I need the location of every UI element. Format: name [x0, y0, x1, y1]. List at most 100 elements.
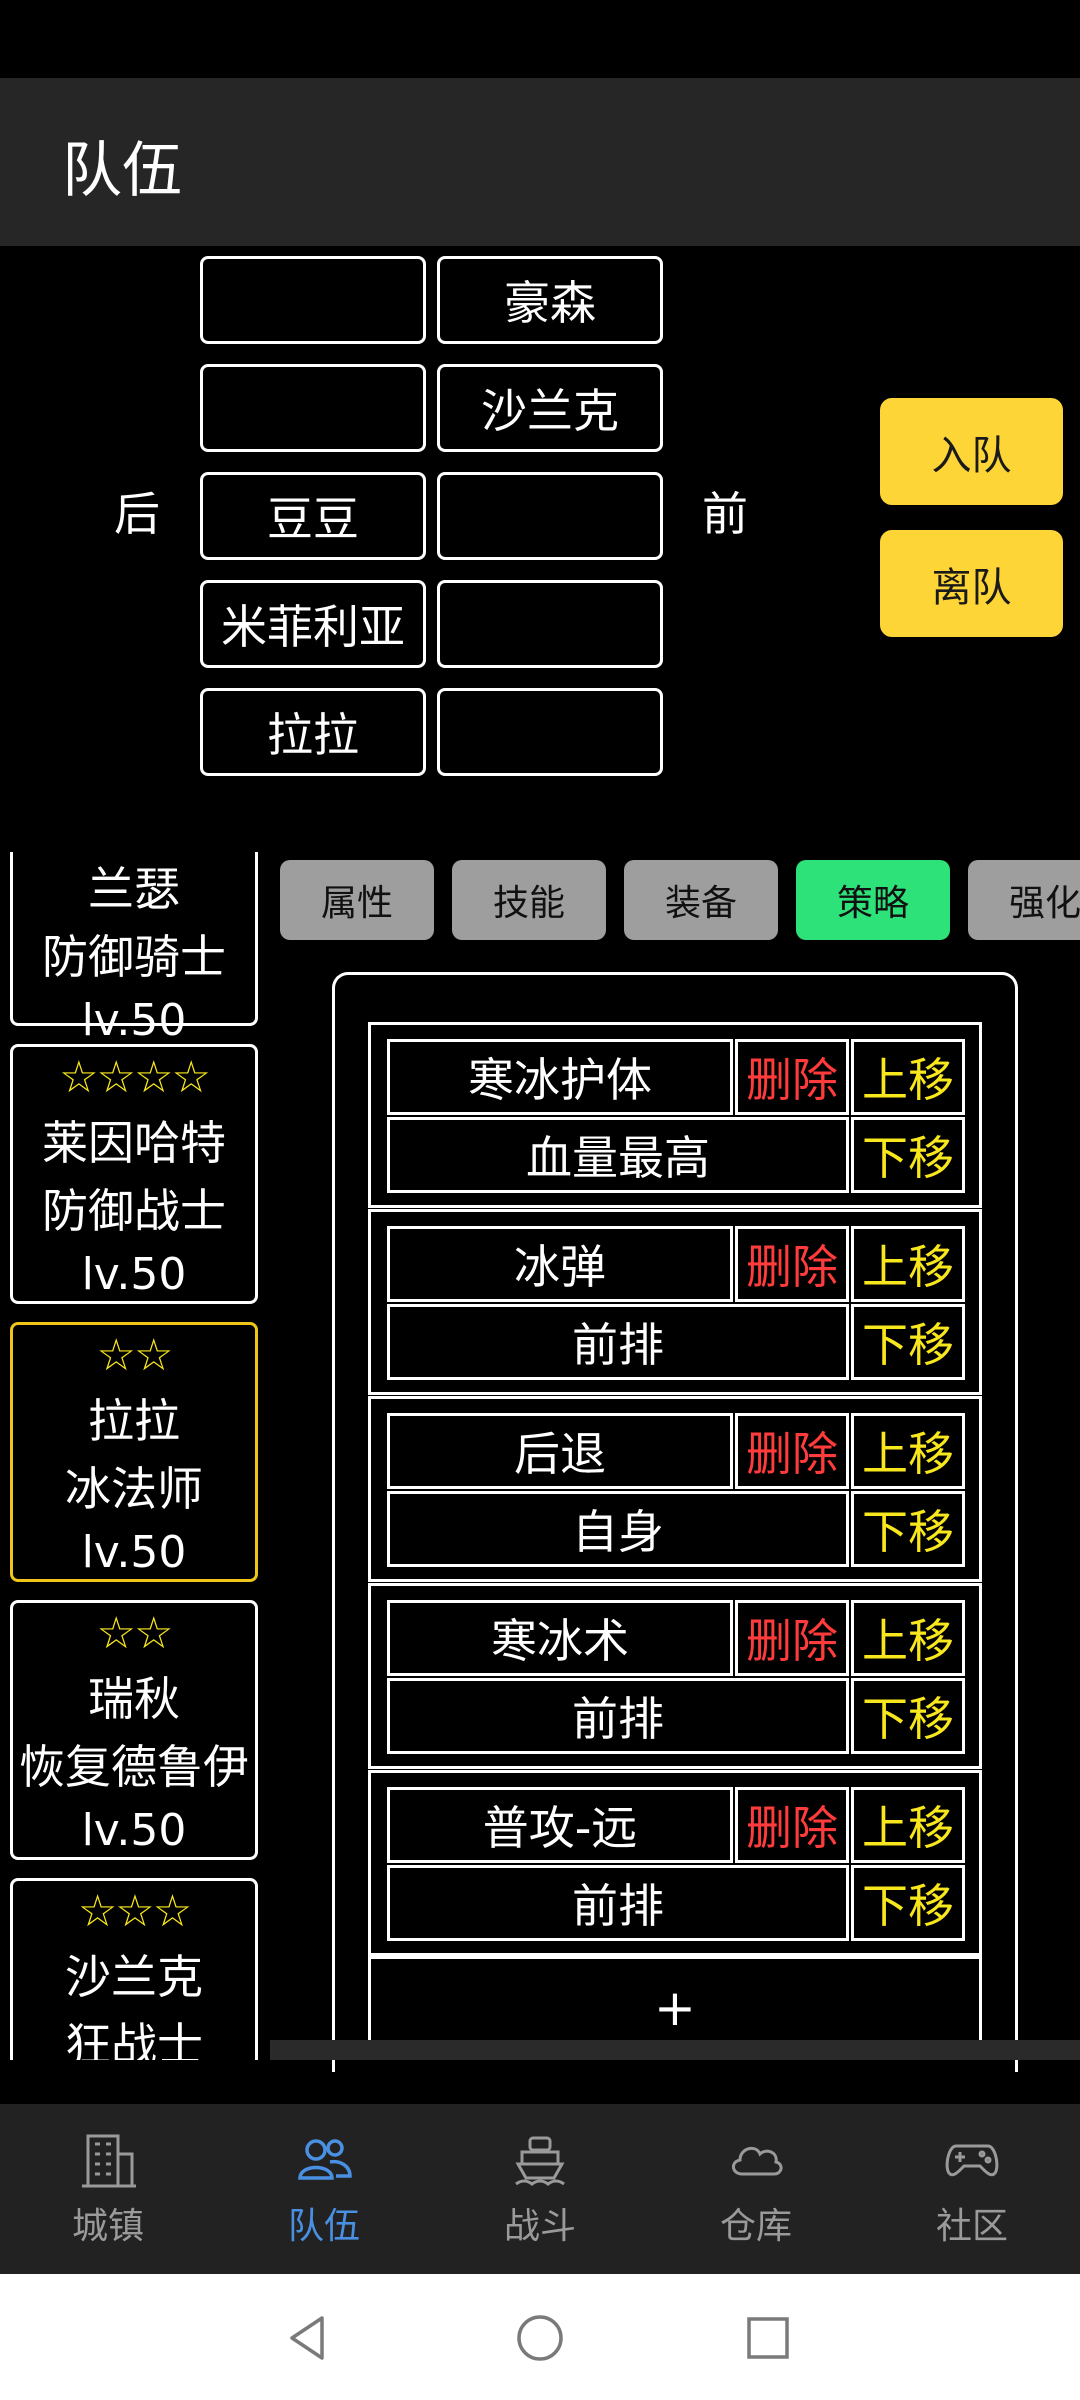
gamepad-icon [945, 2144, 999, 2177]
nav-team[interactable]: 队伍 [216, 2104, 432, 2274]
strategy-skill[interactable]: 冰弹 [387, 1226, 733, 1302]
strategy-item: 普攻-远 删除 上移 前排 下移 [368, 1770, 982, 1956]
formation-slot-front-5[interactable] [437, 688, 663, 776]
tab-strategy[interactable]: 策略 [796, 860, 950, 940]
move-down-button[interactable]: 下移 [851, 1304, 965, 1380]
strategy-panel [332, 972, 1018, 2072]
hero-level: lv.50 [81, 1527, 187, 1578]
strategy-skill[interactable]: 寒冰术 [387, 1600, 733, 1676]
recents-square-icon[interactable] [742, 2312, 794, 2364]
detail-tabs: 属性 技能 装备 策略 强化 [278, 860, 1080, 942]
nav-label: 战斗 [503, 2206, 576, 2247]
strategy-skill[interactable]: 后退 [387, 1413, 733, 1489]
people-icon [298, 2139, 352, 2180]
nav-label: 队伍 [287, 2206, 360, 2247]
back-row-label: 后 [114, 487, 160, 541]
move-down-button[interactable]: 下移 [851, 1678, 965, 1754]
roster-card-selected[interactable]: ☆☆ 拉拉 冰法师 lv.50 [10, 1322, 258, 1582]
delete-button[interactable]: 删除 [735, 1039, 849, 1115]
formation-slot-front-1[interactable]: 豪森 [437, 256, 663, 344]
back-triangle-icon[interactable] [282, 2312, 334, 2364]
tab-enhance[interactable]: 强化 [968, 860, 1080, 940]
formation-slot-back-3[interactable]: 豆豆 [200, 472, 426, 560]
strategy-target[interactable]: 前排 [387, 1678, 849, 1754]
tab-attributes[interactable]: 属性 [280, 860, 434, 940]
building-icon [82, 2134, 136, 2188]
horizontal-scrollbar[interactable] [270, 2040, 1080, 2060]
leave-team-button[interactable]: 离队 [880, 530, 1063, 637]
formation-slot-front-2[interactable]: 沙兰克 [437, 364, 663, 452]
move-down-button[interactable]: 下移 [851, 1117, 965, 1193]
hero-name: 兰瑟 [88, 862, 180, 916]
front-row-label: 前 [702, 487, 748, 541]
formation-slot-back-5[interactable]: 拉拉 [200, 688, 426, 776]
cloud-icon [732, 2146, 783, 2176]
strategy-item: 后退 删除 上移 自身 下移 [368, 1396, 982, 1582]
rarity-stars: ☆☆☆ [77, 1886, 192, 1937]
strategy-target[interactable]: 自身 [387, 1491, 849, 1567]
delete-button[interactable]: 删除 [735, 1600, 849, 1676]
strategy-item: 寒冰护体 删除 上移 血量最高 下移 [368, 1022, 982, 1208]
roster-card[interactable]: 兰瑟 防御骑士 lv.50 [10, 852, 258, 1046]
nav-battle[interactable]: 战斗 [432, 2104, 648, 2274]
nav-warehouse[interactable]: 仓库 [648, 2104, 864, 2274]
nav-community[interactable]: 社区 [864, 2104, 1080, 2274]
strategy-target[interactable]: 前排 [387, 1304, 849, 1380]
system-nav-bar [0, 2274, 1080, 2400]
hero-level: lv.50 [81, 995, 187, 1046]
move-up-button[interactable]: 上移 [851, 1413, 965, 1489]
hero-class: 恢复德鲁伊 [19, 1740, 249, 1794]
strategy-skill[interactable]: 寒冰护体 [387, 1039, 733, 1115]
formation-slot-back-1[interactable] [200, 256, 426, 344]
nav-label: 城镇 [71, 2206, 144, 2247]
tab-equipment[interactable]: 装备 [624, 860, 778, 940]
status-bar [0, 0, 1080, 78]
hero-level: lv.50 [81, 1805, 187, 1856]
hero-class: 狂战士 [65, 2018, 203, 2060]
add-strategy-button[interactable]: + [368, 1956, 982, 2056]
bottom-nav: 城镇 队伍 战斗 仓库 社区 [0, 2104, 1080, 2274]
hero-name: 瑞秋 [88, 1672, 180, 1726]
rarity-stars: ☆☆ [96, 1330, 174, 1381]
rarity-stars: ☆☆ [96, 1608, 174, 1659]
move-up-button[interactable]: 上移 [851, 1600, 965, 1676]
roster-card[interactable]: ☆☆☆☆ 莱因哈特 防御战士 lv.50 [10, 1044, 258, 1304]
nav-label: 社区 [935, 2206, 1008, 2247]
formation-slot-front-4[interactable] [437, 580, 663, 668]
nav-town[interactable]: 城镇 [0, 2104, 216, 2274]
move-down-button[interactable]: 下移 [851, 1491, 965, 1567]
hero-class: 防御骑士 [42, 930, 226, 984]
roster-card[interactable]: ☆☆ 瑞秋 恢复德鲁伊 lv.50 [10, 1600, 258, 1860]
strategy-target[interactable]: 前排 [387, 1865, 849, 1941]
formation-slot-front-3[interactable] [437, 472, 663, 560]
delete-button[interactable]: 删除 [735, 1413, 849, 1489]
strategy-item: 冰弹 删除 上移 前排 下移 [368, 1209, 982, 1395]
hero-class: 防御战士 [42, 1184, 226, 1238]
delete-button[interactable]: 删除 [735, 1787, 849, 1863]
hero-name: 拉拉 [88, 1394, 180, 1448]
strategy-skill[interactable]: 普攻-远 [387, 1787, 733, 1863]
join-team-button[interactable]: 入队 [880, 398, 1063, 505]
nav-label: 仓库 [719, 2206, 792, 2247]
tab-skills[interactable]: 技能 [452, 860, 606, 940]
strategy-target[interactable]: 血量最高 [387, 1117, 849, 1193]
hero-name: 沙兰克 [65, 1950, 203, 2004]
hero-name: 莱因哈特 [42, 1116, 226, 1170]
formation-slot-back-2[interactable] [200, 364, 426, 452]
roster-list[interactable]: 兰瑟 防御骑士 lv.50 ☆☆☆☆ 莱因哈特 防御战士 lv.50 ☆☆ 拉拉… [0, 852, 270, 2060]
app-bar: 队伍 [0, 78, 1080, 246]
formation-slot-back-4[interactable]: 米菲利亚 [200, 580, 426, 668]
strategy-item: 寒冰术 删除 上移 前排 下移 [368, 1583, 982, 1769]
roster-card[interactable]: ☆☆☆ 沙兰克 狂战士 [10, 1878, 258, 2060]
move-up-button[interactable]: 上移 [851, 1039, 965, 1115]
rarity-stars: ☆☆☆☆ [59, 1052, 211, 1103]
delete-button[interactable]: 删除 [735, 1226, 849, 1302]
page-title: 队伍 [62, 136, 182, 206]
ship-icon [515, 2136, 565, 2186]
hero-class: 冰法师 [65, 1462, 203, 1516]
move-up-button[interactable]: 上移 [851, 1787, 965, 1863]
home-circle-icon[interactable] [514, 2312, 566, 2364]
move-down-button[interactable]: 下移 [851, 1865, 965, 1941]
hero-level: lv.50 [81, 1249, 187, 1300]
move-up-button[interactable]: 上移 [851, 1226, 965, 1302]
